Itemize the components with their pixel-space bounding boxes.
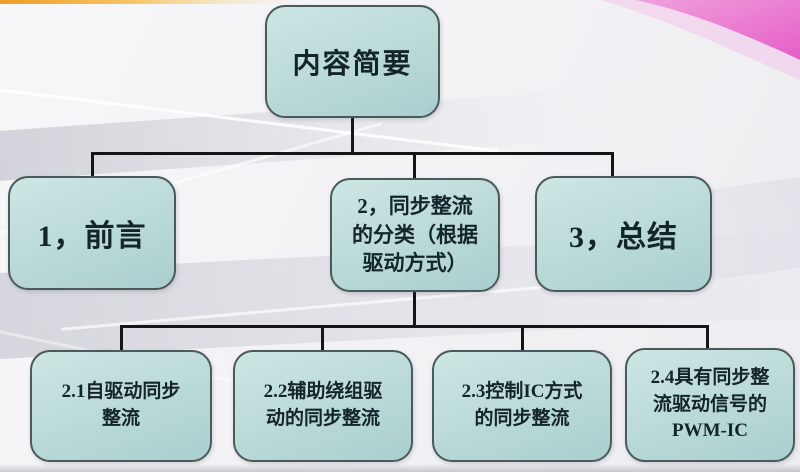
node-pwm-ic-sr: 2.4具有同步整 流驱动信号的 PWM-IC bbox=[625, 348, 795, 462]
text-line: 2.2辅助绕组驱 bbox=[263, 381, 383, 403]
text-line: 3，总结 bbox=[569, 221, 678, 254]
top-left-orange-strip bbox=[0, 0, 300, 4]
text-line: 流驱动信号的 bbox=[652, 393, 767, 415]
slide-bottom-edge-shade bbox=[0, 464, 800, 472]
node-self-driven-sr-text: 2.1自驱动同步 整流 bbox=[62, 379, 181, 433]
node-control-ic-sr-text: 2.3控制IC方式 的同步整流 bbox=[462, 379, 583, 433]
node-pwm-ic-sr-text: 2.4具有同步整 流驱动信号的 PWM-IC bbox=[651, 365, 770, 446]
node-summary-text: 3，总结 bbox=[569, 212, 678, 256]
node-self-driven-sr: 2.1自驱动同步 整流 bbox=[30, 350, 212, 462]
node-content-summary: 内容简要 bbox=[265, 5, 440, 118]
node-preface: 1，前言 bbox=[8, 176, 176, 290]
text-line: 2.1自驱动同步 bbox=[61, 381, 181, 403]
connector-drop-pwm-ic bbox=[706, 325, 709, 350]
text-line: 的分类（根据 bbox=[352, 222, 478, 247]
connector-classification-stem bbox=[413, 290, 416, 327]
connector-root-stem bbox=[351, 117, 354, 154]
connector-drop-self-driven bbox=[120, 325, 123, 352]
text-line: 2.4具有同步整 bbox=[650, 366, 770, 388]
connector-drop-control-ic bbox=[521, 325, 524, 352]
top-right-pink-swoosh-soft bbox=[600, 0, 800, 80]
node-preface-text: 1，前言 bbox=[38, 211, 147, 255]
text-line: 整流 bbox=[101, 408, 140, 429]
text-line: 动的同步整流 bbox=[265, 408, 380, 429]
node-aux-winding-sr-text: 2.2辅助绕组驱 动的同步整流 bbox=[264, 379, 383, 433]
connector-drop-preface bbox=[91, 152, 94, 178]
node-classification-text: 2，同步整流 的分类（根据 驱动方式） bbox=[352, 192, 478, 279]
connector-level1-bus bbox=[91, 152, 614, 155]
text-line: 内容简要 bbox=[292, 48, 413, 80]
top-right-pink-swoosh bbox=[636, 0, 800, 60]
node-control-ic-sr: 2.3控制IC方式 的同步整流 bbox=[432, 350, 612, 462]
connector-drop-aux-winding bbox=[321, 325, 324, 352]
text-line: 驱动方式） bbox=[362, 251, 468, 276]
node-aux-winding-sr: 2.2辅助绕组驱 动的同步整流 bbox=[233, 350, 413, 462]
text-line: 2，同步整流 bbox=[357, 193, 473, 218]
node-summary: 3，总结 bbox=[535, 176, 712, 292]
text-line: 2.3控制IC方式 bbox=[461, 381, 583, 403]
text-line: 的同步整流 bbox=[474, 408, 570, 429]
node-content-summary-text: 内容简要 bbox=[292, 42, 412, 82]
connector-level2-bus bbox=[120, 325, 709, 328]
text-line: PWM-IC bbox=[672, 420, 748, 442]
text-line: 1，前言 bbox=[37, 220, 147, 253]
node-classification: 2，同步整流 的分类（根据 驱动方式） bbox=[330, 178, 500, 292]
connector-drop-summary bbox=[611, 152, 614, 178]
connector-drop-classification bbox=[413, 152, 416, 180]
